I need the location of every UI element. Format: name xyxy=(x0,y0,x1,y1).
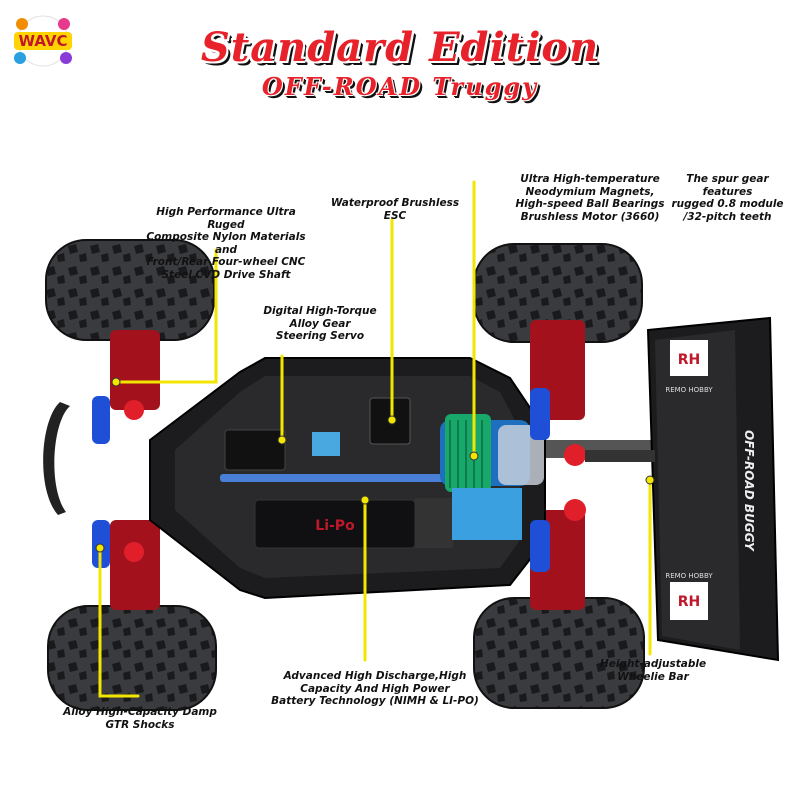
logo-text: WAVC xyxy=(18,32,67,50)
leader-lines xyxy=(98,180,652,698)
brand-logo: WAVC xyxy=(14,15,72,67)
page-title: Standard Edition xyxy=(200,24,600,71)
wheel-rear-right xyxy=(473,597,645,709)
callout-shocks: Alloy High-Capacity Damp GTR Shocks xyxy=(63,706,217,731)
wing-badge-top: RH xyxy=(678,352,701,368)
callout-esc: Waterproof Brushless ESC xyxy=(330,197,460,222)
wing-decal: OFF-ROAD BUGGY xyxy=(742,430,756,552)
callout-chassis: High Performance Ultra Ruged Composite N… xyxy=(146,206,306,281)
svg-text:REMO HOBBY: REMO HOBBY xyxy=(665,386,713,394)
wing-badge-bottom: RH xyxy=(678,594,701,610)
callout-motor: Ultra High-temperature Neodymium Magnets… xyxy=(515,173,665,223)
motor-heatsink xyxy=(445,414,491,492)
callout-battery: Advanced High Discharge,High Capacity An… xyxy=(271,670,479,707)
wheel-front-right xyxy=(47,605,217,711)
page-subtitle: OFF-ROAD Truggy xyxy=(261,72,539,101)
callout-servo: Digital High-Torque Alloy Gear Steering … xyxy=(263,305,377,342)
battery-label: Li-Po xyxy=(315,518,355,534)
callout-wheelie-bar: Height-adjustable Wheelie Bar xyxy=(599,658,707,683)
svg-text:REMO HOBBY: REMO HOBBY xyxy=(665,572,713,580)
callout-spur-gear: The spur gear features rugged 0.8 module… xyxy=(671,173,784,223)
